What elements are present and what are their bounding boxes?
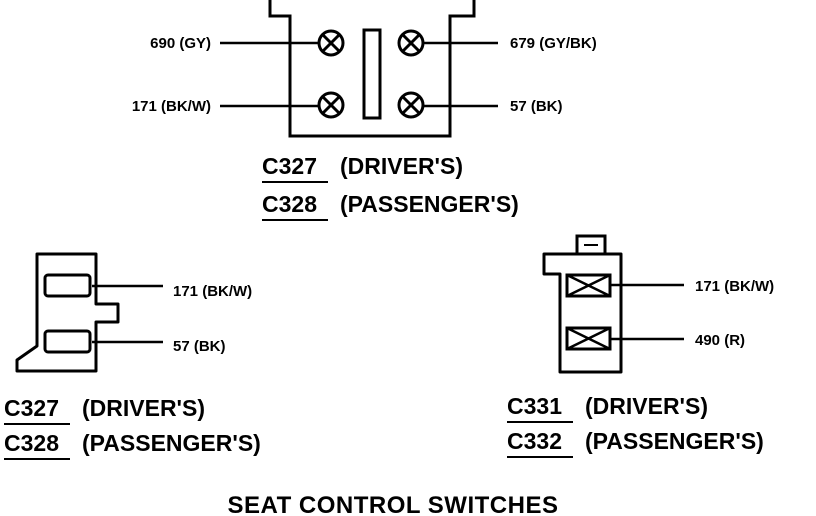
connector-b-body [15, 252, 120, 373]
connector-c-pin-top [565, 273, 612, 298]
connector-c-code-driver: C331 [507, 393, 562, 419]
connector-c-pin-bottom [565, 326, 612, 351]
connector-b-pin-top [43, 273, 92, 298]
connector-a: 690 (GY) 171 (BK/W) 679 (GY/BK) 57 (BK) … [132, 0, 597, 221]
wire-label-a-top-left: 690 (GY) [150, 35, 211, 52]
connector-a-code-driver: C327 [262, 153, 317, 179]
connector-b: 171 (BK/W) 57 (BK) C327 (DRIVER'S) C328 … [4, 252, 261, 460]
connector-c: 171 (BK/W) 490 (R) C331 (DRIVER'S) C332 … [507, 234, 774, 458]
connector-a-pin-bottom-right [397, 91, 425, 119]
wire-label-b-bottom: 57 (BK) [173, 338, 226, 355]
connector-a-body [268, 0, 476, 138]
wire-label-a-bottom-left: 171 (BK/W) [132, 98, 211, 115]
wire-label-a-top-right: 679 (GY/BK) [510, 35, 597, 52]
wire-label-b-top: 171 (BK/W) [173, 283, 252, 300]
connector-b-code-passenger: C328 [4, 430, 59, 456]
connector-a-center-key [362, 28, 382, 120]
wire-label-c-bottom: 490 (R) [695, 332, 745, 349]
connector-c-desc-driver: (DRIVER'S) [585, 393, 708, 419]
wire-label-c-top: 171 (BK/W) [695, 278, 774, 295]
connector-a-pin-top-left [317, 29, 345, 57]
connector-a-desc-driver: (DRIVER'S) [340, 153, 463, 179]
connector-b-pin-bottom [43, 329, 92, 354]
connector-b-desc-passenger: (PASSENGER'S) [82, 430, 261, 456]
connector-c-desc-passenger: (PASSENGER'S) [585, 428, 764, 454]
diagram-title: SEAT CONTROL SWITCHES [228, 492, 559, 516]
connector-a-desc-passenger: (PASSENGER'S) [340, 191, 519, 217]
connector-a-pin-bottom-left [317, 91, 345, 119]
wire-label-a-bottom-right: 57 (BK) [510, 98, 563, 115]
connector-a-pin-top-right [397, 29, 425, 57]
connector-c-body [542, 252, 623, 374]
connector-c-code-passenger: C332 [507, 428, 562, 454]
connector-b-code-driver: C327 [4, 395, 59, 421]
connector-b-desc-driver: (DRIVER'S) [82, 395, 205, 421]
connector-a-code-passenger: C328 [262, 191, 317, 217]
